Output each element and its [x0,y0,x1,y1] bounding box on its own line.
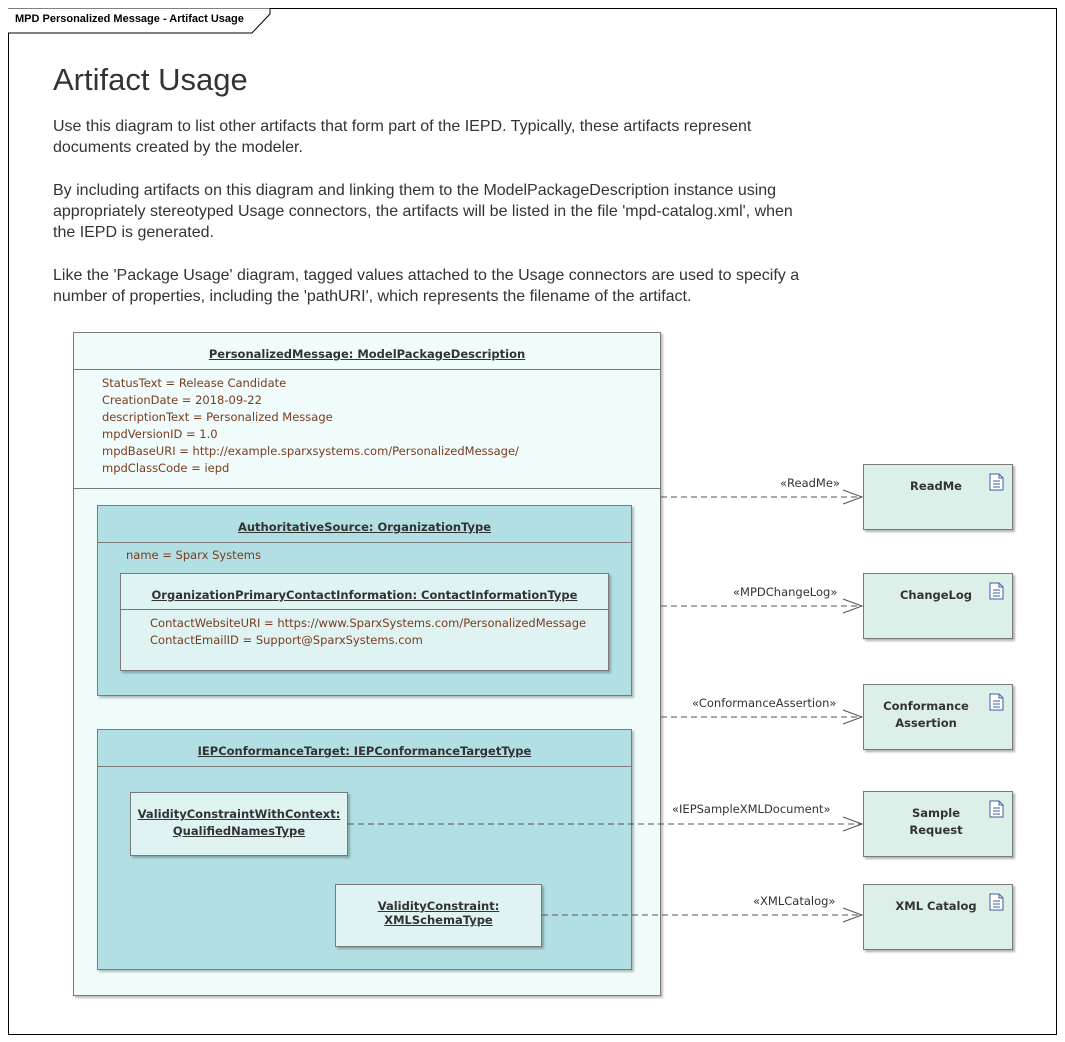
changelog-arrowhead [842,598,864,614]
validity-with-context-title-line1: ValidityConstraintWithContext: [137,807,341,821]
conformance-target-title: IEPConformanceTarget: IEPConformanceTarg… [197,744,532,758]
readme-arrowhead [842,489,864,505]
attribute-mpd-class-code: mpdClassCode = iepd [102,461,230,475]
document-icon [989,893,1004,911]
validity-constraint-schema-part[interactable]: ValidityConstraint: XMLSchemaType [335,884,542,947]
xml-catalog-stereotype: «XMLCatalog» [753,894,836,908]
attribute-name: name = Sparx Systems [126,548,261,562]
artifact-conformance-label: Conformance Assertion [883,699,969,730]
authoritative-source-title: AuthoritativeSource: OrganizationType [237,520,492,534]
instance-title: PersonalizedMessage: ModelPackageDescrip… [208,347,526,361]
validity-schema-title: ValidityConstraint: XMLSchemaType [377,899,500,927]
attribute-creation-date: CreationDate = 2018-09-22 [102,393,262,407]
attribute-contact-email-id: ContactEmailID = Support@SparxSystems.co… [150,633,423,647]
artifact-xml-catalog[interactable]: XML Catalog [863,884,1013,950]
conformance-target-divider [98,766,631,767]
attribute-status-text: StatusText = Release Candidate [102,376,287,390]
artifact-changelog-label: ChangeLog [899,588,973,602]
document-icon [989,473,1004,491]
readme-stereotype: «ReadMe» [780,476,840,490]
validity-with-context-title-line2: QualifiedNamesType [172,824,306,838]
artifact-changelog[interactable]: ChangeLog [863,573,1013,639]
attribute-contact-website-uri: ContactWebsiteURI = https://www.SparxSys… [150,616,587,630]
notes-paragraph-1: Use this diagram to list other artifacts… [53,118,752,156]
artifact-readme[interactable]: ReadMe [863,464,1013,530]
artifact-xml-catalog-label: XML Catalog [895,899,977,913]
notes-paragraph-3: Like the 'Package Usage' diagram, tagged… [53,267,800,305]
diagram-frame [8,8,1057,1035]
artifact-conformance-assertion[interactable]: Conformance Assertion [863,684,1013,750]
sample-request-arrowhead [842,816,864,832]
artifact-sample-request[interactable]: Sample Request [863,791,1013,857]
artifact-readme-label: ReadMe [910,479,962,493]
contact-information-part[interactable]: OrganizationPrimaryContactInformation: C… [120,573,609,671]
title-divider [74,369,660,370]
document-icon [989,693,1004,711]
notes-heading: Artifact Usage [53,62,248,97]
attribute-mpd-base-uri: mpdBaseURI = http://example.sparxsystems… [102,444,519,458]
contact-information-divider [121,609,608,610]
artifact-sample-request-label: Sample Request [909,806,963,837]
sample-request-stereotype: «IEPSampleXMLDocument» [672,802,831,816]
conformance-stereotype: «ConformanceAssertion» [692,696,837,710]
frame-tab [8,8,271,34]
document-icon [989,800,1004,818]
validity-constraint-with-context-part[interactable]: ValidityConstraintWithContext: Qualified… [130,792,348,856]
document-icon [989,582,1004,600]
attributes-divider [74,488,660,489]
conformance-arrowhead [842,709,864,725]
contact-information-title: OrganizationPrimaryContactInformation: C… [151,588,578,602]
frame-title: MPD Personalized Message - Artifact Usag… [15,13,244,25]
changelog-stereotype: «MPDChangeLog» [733,585,838,599]
authoritative-source-divider [98,542,631,543]
notes-paragraph-2: By including artifacts on this diagram a… [53,182,793,241]
xml-catalog-arrowhead [842,907,864,923]
attribute-description-text: descriptionText = Personalized Message [102,410,333,424]
attribute-mpd-version-id: mpdVersionID = 1.0 [102,427,218,441]
